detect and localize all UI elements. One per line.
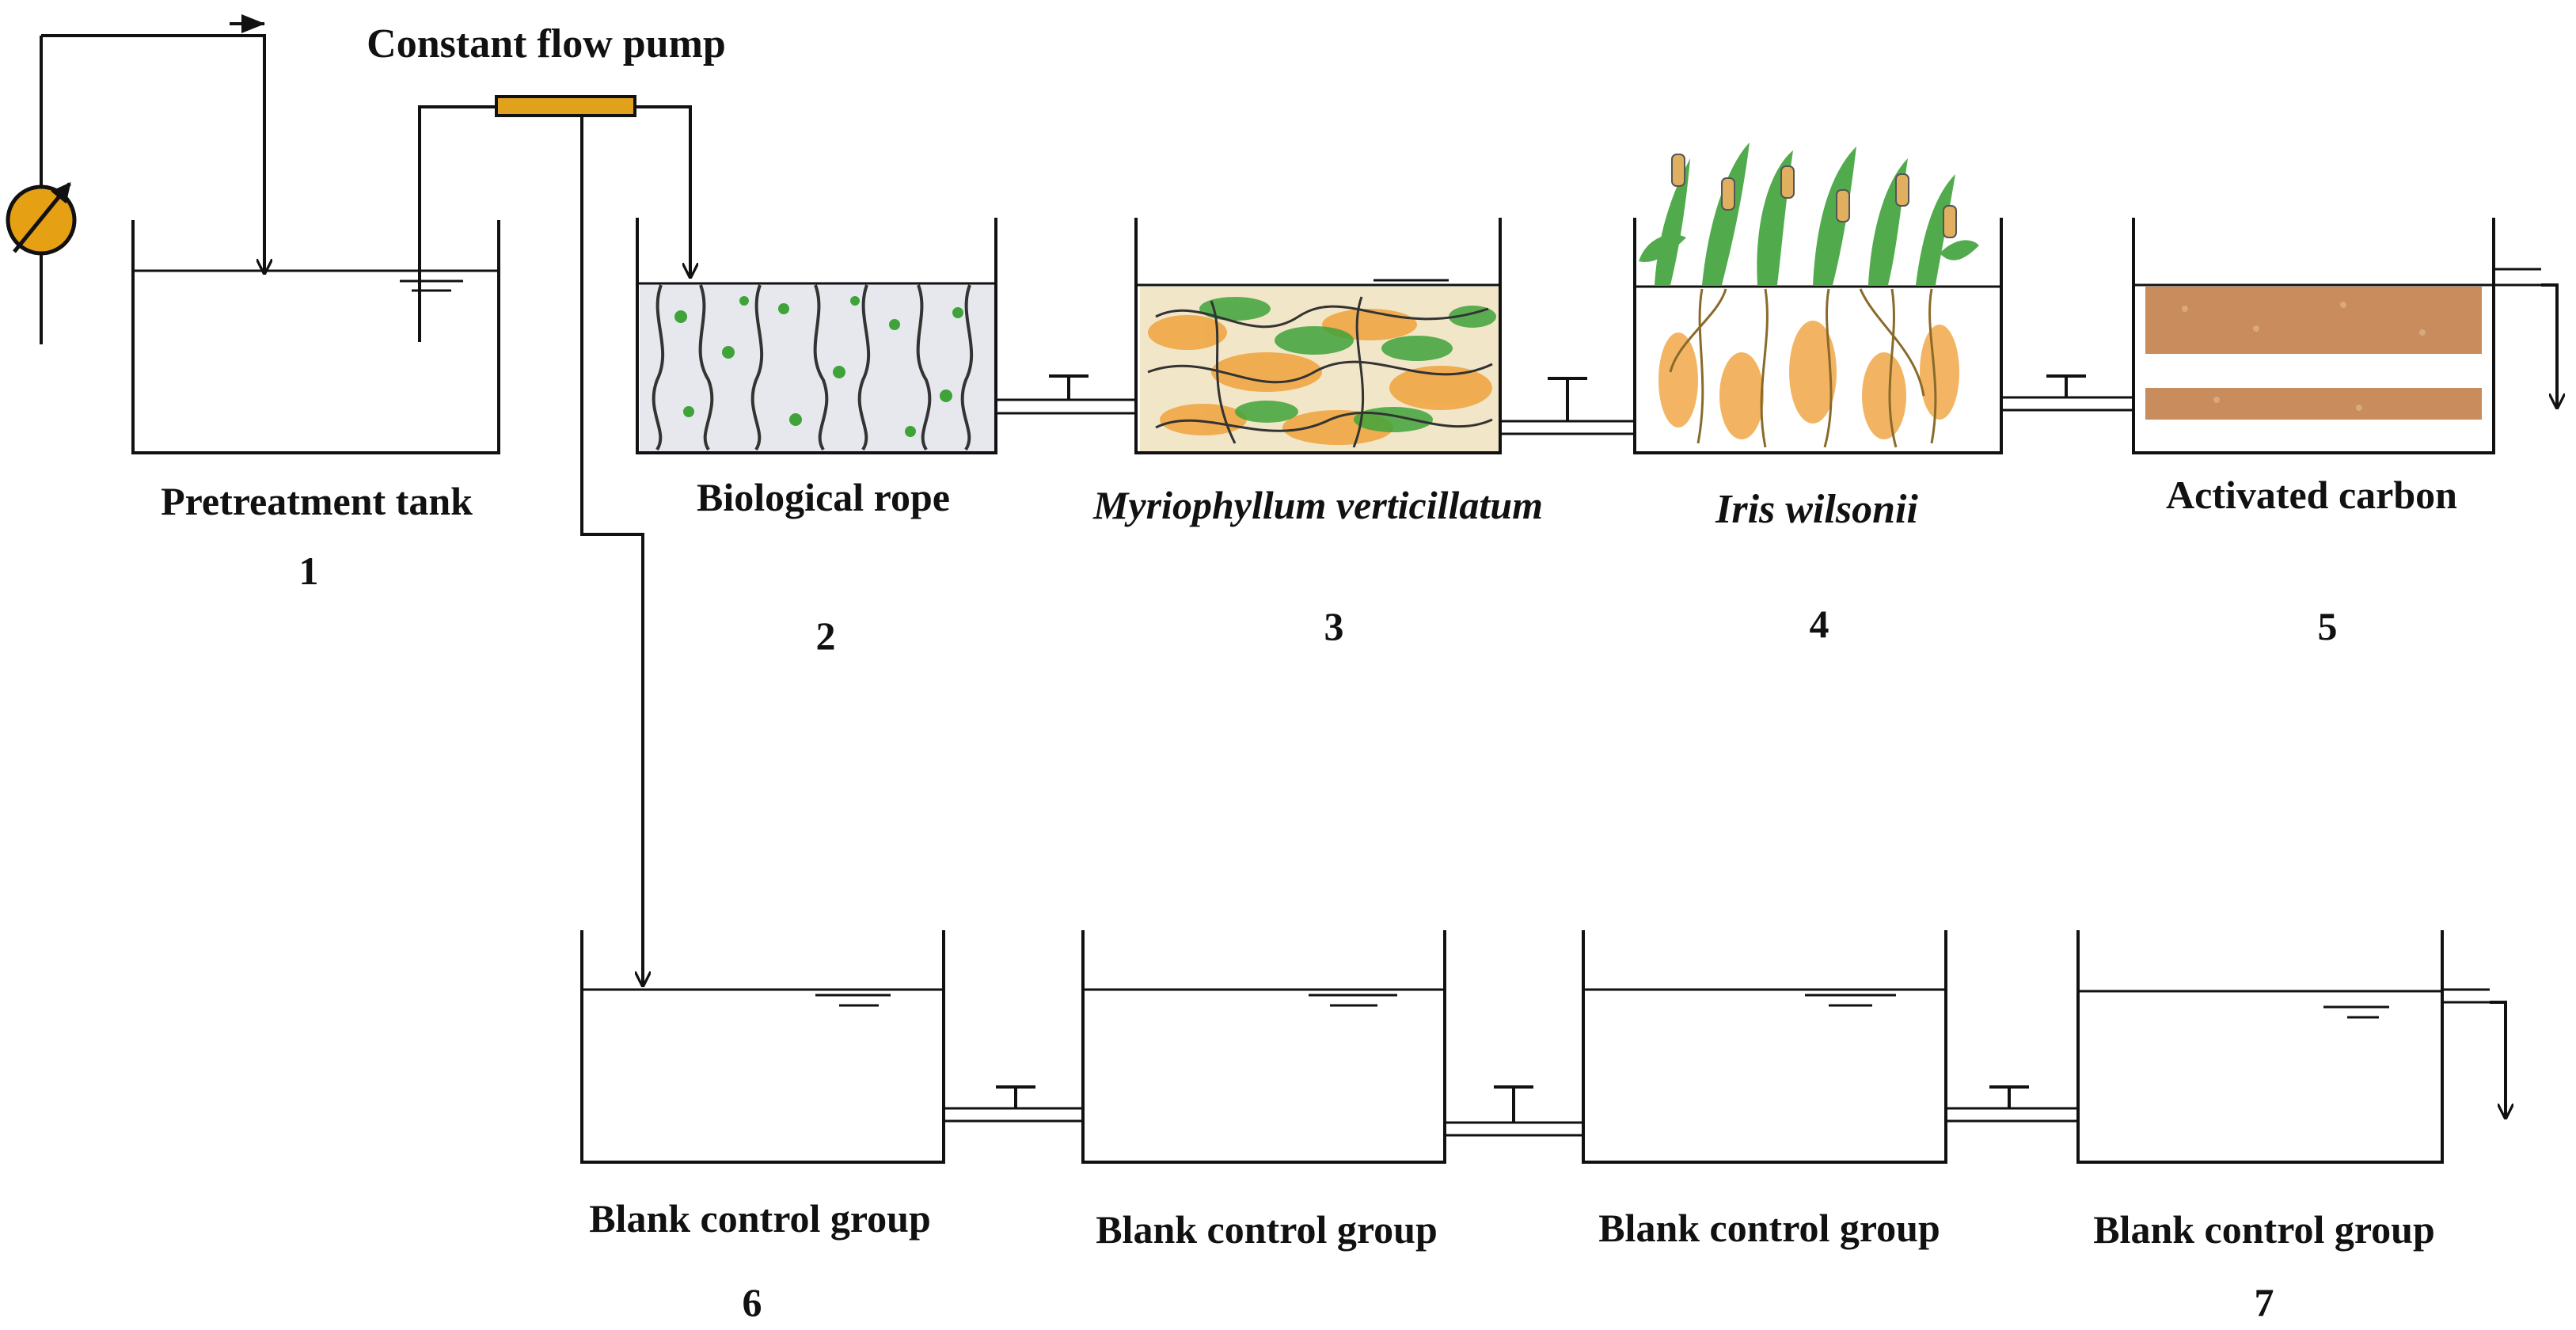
pump-to-control-line [580, 116, 643, 986]
pump-to-tank-2-line [635, 105, 690, 277]
pretreatment-tank [131, 220, 500, 454]
inlet-gauge-icon [6, 36, 77, 344]
control-tank-1 [580, 930, 945, 1164]
tank-1-label: Pretreatment tank [161, 479, 473, 523]
connector-valve-2-3-icon [996, 374, 1136, 415]
feed-arrow-head-icon [241, 14, 265, 33]
tank-5-label: Activated carbon [2166, 473, 2457, 517]
connector-valve-4-5-icon [2001, 374, 2133, 412]
connector-valve-c2-c3-icon [1445, 1085, 1583, 1137]
activated-carbon-tank [2132, 218, 2557, 454]
tank-1-number: 1 [299, 549, 319, 593]
pump-label: Constant flow pump [367, 21, 726, 66]
control-tank-4 [2076, 930, 2506, 1164]
control-tank-3 [1582, 930, 1947, 1164]
control-1-label: Blank control group [589, 1196, 931, 1241]
connector-valve-c3-c4-icon [1946, 1085, 2078, 1123]
myriophyllum-tank [1134, 218, 1502, 454]
iris-wilsonii-tank [1633, 142, 2003, 454]
control-tank-2 [1081, 930, 1446, 1164]
connector-valve-c1-c2-icon [944, 1085, 1083, 1123]
control-4-label: Blank control group [2093, 1207, 2435, 1252]
biological-rope-tank [636, 218, 997, 454]
control-3-label: Blank control group [1598, 1206, 1940, 1250]
tank-5-number: 5 [2318, 604, 2338, 648]
feed-line [41, 34, 264, 273]
tank-2-label: Biological rope [697, 475, 950, 519]
tank-3-number: 3 [1324, 604, 1344, 648]
pump-suction-line [418, 105, 496, 342]
tank-2-number: 2 [816, 614, 836, 658]
connector-valve-3-4-icon [1500, 377, 1635, 435]
control-1-number: 6 [743, 1280, 762, 1324]
tank-4-number: 4 [1810, 602, 1829, 646]
control-4-number: 7 [2255, 1280, 2274, 1324]
control-2-label: Blank control group [1096, 1207, 1438, 1252]
tank-4-label: Iris wilsonii [1715, 487, 1918, 532]
tank-3-label: Myriophyllum verticillatum [1092, 483, 1543, 527]
constant-flow-pump-icon [495, 95, 636, 117]
